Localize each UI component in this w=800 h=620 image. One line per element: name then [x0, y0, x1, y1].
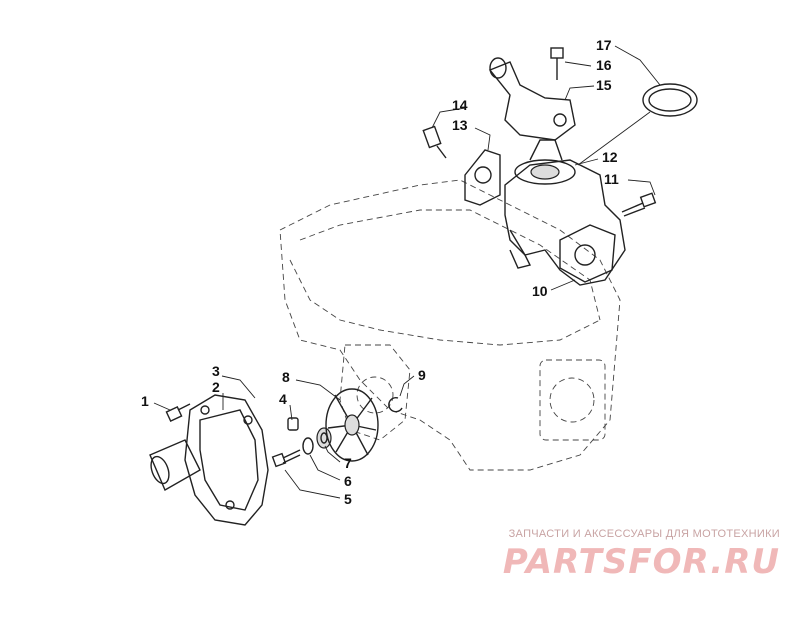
part-17-oring [642, 83, 698, 117]
part-11-bolt [621, 192, 657, 217]
callout-labels: 1 2 3 4 5 6 7 8 9 10 11 12 13 14 15 16 1… [141, 37, 619, 507]
callout-11: 11 [604, 171, 619, 187]
part-8-impeller [325, 388, 379, 462]
callout-13: 13 [452, 117, 468, 133]
part-4-pin [287, 417, 299, 431]
callout-9: 9 [418, 367, 426, 383]
engine-block [279, 179, 621, 471]
callout-12: 12 [602, 149, 618, 165]
part-13-gasket [464, 149, 501, 206]
part-12-thermostat-housing [504, 139, 626, 286]
leader-lines [153, 45, 661, 499]
part-6-washer [302, 437, 314, 455]
part-15-thermostat-cover [488, 57, 576, 141]
part-16-bolt [550, 47, 564, 80]
callout-6: 6 [344, 473, 352, 489]
callout-17: 17 [596, 37, 612, 53]
part-9-clip [388, 396, 403, 413]
callout-1: 1 [141, 393, 149, 409]
callout-3: 3 [212, 363, 220, 379]
callout-16: 16 [596, 57, 612, 73]
callout-7: 7 [344, 455, 352, 471]
callout-10: 10 [532, 283, 548, 299]
part-1-bolt [165, 403, 191, 422]
watermark-tagline: ЗАПЧАСТИ И АКСЕССУАРЫ ДЛЯ МОТОТЕХНИКИ [508, 528, 780, 540]
callout-8: 8 [282, 369, 290, 385]
part-7-seal [316, 427, 332, 449]
callout-5: 5 [344, 491, 352, 507]
callout-2: 2 [212, 379, 220, 395]
part-5-shaft [271, 449, 301, 468]
part-3-pump-cover [149, 394, 269, 526]
callout-14: 14 [452, 97, 468, 113]
callout-4: 4 [279, 391, 287, 407]
callout-15: 15 [596, 77, 612, 93]
watermark-logo: PARTSFOR.RU [502, 542, 780, 582]
part-14-fitting [422, 125, 447, 159]
watermark: ЗАПЧАСТИ И АКСЕССУАРЫ ДЛЯ МОТОТЕХНИКИ PA… [480, 528, 780, 582]
